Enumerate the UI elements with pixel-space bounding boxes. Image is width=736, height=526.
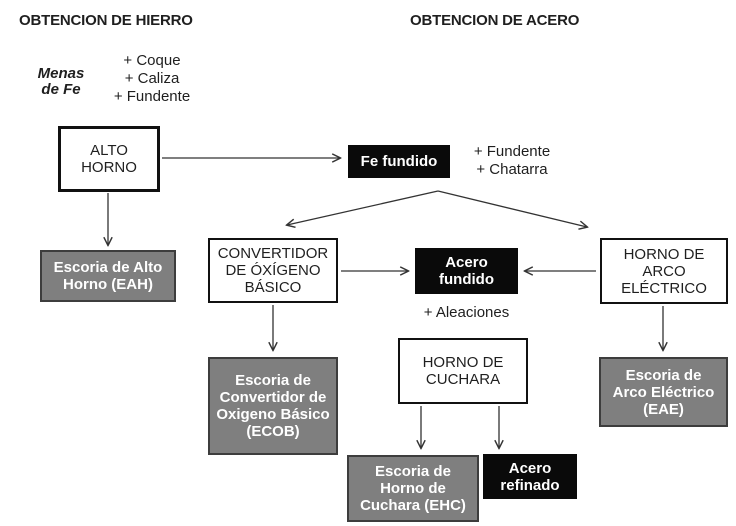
node-horno-cuchara: HORNO DE CUCHARA	[398, 338, 528, 404]
node-acero-fundido: Acero fundido	[415, 248, 518, 294]
node-acero-refinado: Acero refinado	[483, 454, 577, 499]
node-escoria-convertidor: Escoria de Convertidor de Oxigeno Básico…	[208, 357, 338, 455]
annotation-aleaciones: + Aleaciones	[423, 304, 510, 321]
node-escoria-horno-cuchara-label: Escoria de Horno de Cuchara (EHC)	[360, 463, 466, 514]
node-convertidor-label: CONVERTIDOR DE ÓXÍGENO BÁSICO	[217, 245, 329, 296]
annotation-iron-additives: + Coque + Caliza + Fundente	[113, 52, 191, 105]
node-fe-fundido: Fe fundido	[348, 145, 450, 178]
arrow-fefundido-convertidor	[287, 190, 439, 225]
node-alto-horno: ALTO HORNO	[58, 126, 160, 192]
node-escoria-alto-horno: Escoria de Alto Horno (EAH)	[40, 250, 176, 302]
annotation-steel-additives: + Fundente + Chatarra	[473, 143, 551, 178]
node-acero-fundido-label: Acero fundido	[439, 254, 494, 288]
node-horno-cuchara-label: HORNO DE CUCHARA	[422, 354, 504, 388]
node-alto-horno-label: ALTO HORNO	[81, 142, 137, 176]
node-escoria-arco-electrico-label: Escoria de Arco Eléctrico (EAE)	[612, 366, 715, 418]
arrow-fefundido-hornoarco	[437, 190, 587, 227]
section-title-steel: OBTENCION DE ACERO	[410, 12, 580, 29]
node-acero-refinado-label: Acero refinado	[500, 459, 560, 494]
annotation-menas-de-fe: Menas de Fe	[37, 65, 85, 98]
node-escoria-convertidor-label: Escoria de Convertidor de Oxigeno Básico…	[216, 372, 330, 440]
node-escoria-arco-electrico: Escoria de Arco Eléctrico (EAE)	[599, 357, 728, 427]
node-escoria-alto-horno-label: Escoria de Alto Horno (EAH)	[53, 259, 163, 293]
node-horno-arco-electrico: HORNO DE ARCO ELÉCTRICO	[600, 238, 728, 304]
section-title-iron: OBTENCION DE HIERRO	[19, 12, 193, 29]
node-convertidor-oxigeno-basico: CONVERTIDOR DE ÓXÍGENO BÁSICO	[208, 238, 338, 303]
node-escoria-horno-cuchara: Escoria de Horno de Cuchara (EHC)	[347, 455, 479, 522]
node-horno-arco-label: HORNO DE ARCO ELÉCTRICO	[621, 245, 707, 297]
node-fe-fundido-label: Fe fundido	[360, 153, 438, 170]
